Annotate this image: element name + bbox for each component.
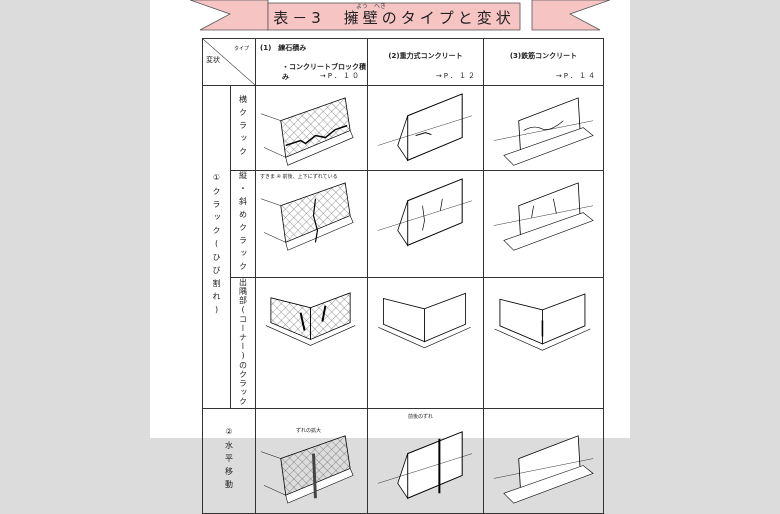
- front-back-shift-note: 前後のずれ: [408, 414, 434, 421]
- row-label: 横クラック: [238, 94, 248, 160]
- sub-vertical-crack: 縦・斜めクラック: [230, 170, 256, 279]
- header-col3: (3)鉄筋コンクリート →P．１４: [483, 38, 604, 86]
- illustration-gravity-horizontal: [367, 84, 484, 172]
- row-horizontal-crack: ①クラック(ひび割れ) 横クラック: [202, 84, 604, 410]
- illustration-masonry-horizontal: [255, 84, 368, 172]
- row-corner-crack: 出隅部(コーナー)のクラック: [203, 277, 604, 410]
- illustration-masonry-movement: ずれの拡大: [255, 408, 368, 514]
- row-horizontal-movement: ②水平移動 ずれの拡大 前後のずれ: [202, 408, 604, 514]
- row-vertical-crack: 縦・斜めクラック すきま ④ 前後、上下にずれている: [203, 170, 604, 279]
- illustration-rc-vertical: [483, 170, 604, 279]
- col3-title: (3)鉄筋コンクリート: [509, 52, 578, 60]
- header-col1: (1) 練石積み ・コンクリートブロック積み →P．１０: [255, 38, 368, 86]
- illustration-masonry-vertical: すきま ④ 前後、上下にずれている: [255, 170, 368, 279]
- ruby-heki: へき: [374, 3, 387, 10]
- illustration-rc-movement: [483, 408, 604, 514]
- group-crack-label: ①クラック(ひび割れ): [212, 173, 221, 320]
- title-banner: [190, 0, 610, 31]
- col3-page-ref: →P．１４: [555, 72, 597, 80]
- row-label: 出隅部(コーナー)のクラック: [238, 278, 248, 407]
- corner-state-label: 変状: [206, 56, 220, 64]
- col2-page-ref: →P．１２: [435, 72, 477, 80]
- illustration-gravity-corner: [367, 277, 484, 410]
- illustration-gravity-vertical: [367, 170, 484, 279]
- sub-horizontal-crack: 横クラック: [230, 84, 256, 172]
- ruby-yo: よう: [356, 3, 369, 10]
- col1-page-ref: →P．１０: [319, 72, 361, 80]
- sub-corner-crack: 出隅部(コーナー)のクラック: [230, 277, 256, 410]
- group-crack: ①クラック(ひび割れ): [202, 84, 231, 410]
- group-movement-label: ②水平移動: [224, 427, 234, 494]
- corner-type-label: タイプ: [233, 46, 249, 52]
- illustration-rc-corner: [483, 277, 604, 410]
- gap-note: すきま ④ 前後、上下にずれている: [260, 174, 338, 181]
- retaining-wall-table: タイプ 変状 (1) 練石積み ・コンクリートブロック積み →P．１０ (2)重…: [202, 38, 604, 514]
- col1-subtitle: ・コンクリートブロック積み: [282, 63, 366, 81]
- col2-title: (2)重力式コンクリート: [388, 52, 463, 60]
- row-label: 縦・斜めクラック: [238, 171, 248, 276]
- corner-cell: タイプ 変状: [202, 38, 256, 86]
- illustration-masonry-corner: [255, 277, 368, 410]
- illustration-rc-horizontal: [483, 84, 604, 172]
- shift-note: ずれの拡大: [296, 428, 322, 435]
- table-title: 表－3 擁壁のタイプと変状: [273, 8, 515, 27]
- col1-title: (1) 練石積み: [260, 44, 307, 52]
- illustration-gravity-movement: 前後のずれ: [367, 408, 484, 514]
- header-row: タイプ 変状 (1) 練石積み ・コンクリートブロック積み →P．１０ (2)重…: [202, 38, 604, 86]
- group-horizontal-movement: ②水平移動: [202, 408, 256, 514]
- header-col2: (2)重力式コンクリート →P．１２: [367, 38, 484, 86]
